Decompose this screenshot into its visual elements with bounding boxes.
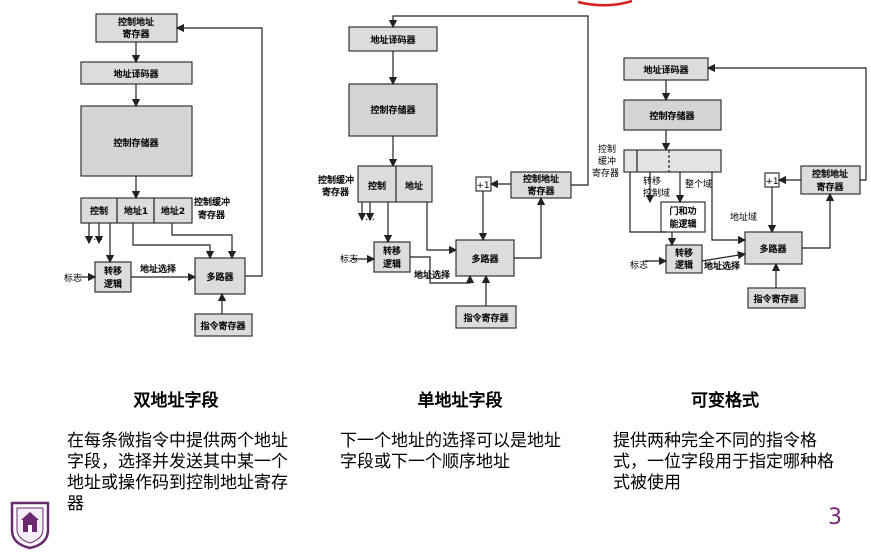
red-accent-mark [577,0,633,7]
d2-plus-one-label: +1 [476,181,489,191]
d2-control-memory [348,83,438,137]
diagram-variable-format: 地址译码器 控制存储器 控制 缓冲 寄存器 转移 控制域 整个域 地址域 门和功… [592,57,867,309]
d2-buffer-label-1: 控制缓冲 [318,174,354,186]
d2-instr-reg-label: 指令寄存器 [463,312,509,324]
d2-address-register-label-2: 寄存器 [527,185,555,197]
d3-address-register-label-2: 寄存器 [816,181,844,193]
d3-mux-label: 多路器 [759,243,787,255]
d1-mux-label: 多路器 [206,271,234,283]
column-desc-dual-address: 在每条微指令中提供两个地址字段，选择并发送其中某一个地址或操作码到控制地址寄存器 [67,431,288,514]
d1-instruction-register [194,313,253,337]
d3-plus-one-label: +1 [765,177,778,187]
column-title-variable-format: 可变格式 [691,391,759,411]
d3-control-memory [623,99,722,131]
d1-decoder-label: 地址译码器 [113,68,159,80]
d3-buffer-label-3: 寄存器 [592,167,619,179]
d2-mux-label: 多路器 [471,253,499,265]
d1-address-register-label-1: 控制地址 [118,16,154,28]
d1-branch-label-2: 逻辑 [103,278,122,290]
column-desc-single-address: 下一个地址的选择可以是地址字段或下一个顺序地址 [340,431,561,472]
d2-flag-label: 标志 [340,253,358,265]
d1-address-select-label: 地址选择 [140,263,177,275]
d2-branch-label-2: 逻辑 [382,258,401,270]
d1-branch-label-1: 转移 [104,265,122,277]
column-desc-variable-format: 提供两种完全不同的指令格式，一位字段用于指定哪种格式被使用 [613,431,834,493]
d2-branch-label-1: 转移 [383,245,401,257]
d3-branch-ctrl-label-1: 转移 [643,175,661,187]
d1-multiplexer [194,257,246,295]
d3-branch-ctrl-label-2: 控制域 [643,187,670,199]
d3-multiplexer [744,231,803,265]
d2-address-select-label: 地址选择 [414,269,451,281]
diagrams: 控制地址 寄存器 地址译码器 控制存储器 控制 地址1 地址2 控制缓冲 寄存器… [64,13,867,337]
d3-branch-logic [665,244,703,274]
d3-buffer-label-1: 控制 [598,143,616,155]
d3-branch-label-2: 逻辑 [674,259,693,271]
d3-instr-reg-label: 指令寄存器 [753,293,799,305]
d2-decoder-label: 地址译码器 [370,34,416,46]
d3-control-buffer-register [623,149,722,173]
svg-text:…: … [365,212,375,223]
d2-control-memory-label: 控制存储器 [370,104,416,116]
d3-gate-label-1: 门和功 [669,205,696,217]
d1-field-address1: 地址1 [124,205,148,217]
d2-address-register-label-1: 控制地址 [523,173,559,185]
d3-address-register-label-1: 控制地址 [812,168,848,180]
d3-address-select-label: 地址选择 [704,260,741,272]
d1-field-control: 控制 [90,205,108,217]
column-title-single-address: 单地址字段 [417,391,503,411]
d3-decoder-label: 地址译码器 [643,64,689,76]
d1-field-address2: 地址2 [161,205,185,217]
d1-flag-label: 标志 [64,272,82,284]
d2-field-address: 地址 [405,180,423,192]
page-number: 3 [828,505,842,530]
column-title-dual-address: 双地址字段 [133,391,219,411]
university-seal-logo [10,501,50,550]
d1-instr-reg-label: 指令寄存器 [200,320,246,332]
d1-buffer-label-2: 寄存器 [198,209,226,221]
d3-address-field-label: 地址域 [730,211,757,223]
diagram-single-address: 地址译码器 控制存储器 控制 地址 控制缓冲 寄存器 +1 控制地址 寄存器 转… [318,15,589,329]
d2-address-decoder [348,26,438,52]
diagram-dual-address: 控制地址 寄存器 地址译码器 控制存储器 控制 地址1 地址2 控制缓冲 寄存器… [64,13,263,337]
d3-control-memory-label: 控制存储器 [649,110,695,122]
d1-control-memory-label: 控制存储器 [113,137,159,149]
d3-flag-label: 标志 [630,259,648,271]
d1-buffer-label-1: 控制缓冲 [194,196,230,208]
d1-address-register-label-2: 寄存器 [122,28,150,40]
d3-gate-label-2: 能逻辑 [669,218,696,230]
d2-field-control: 控制 [368,180,386,192]
d2-buffer-label-2: 寄存器 [322,186,350,198]
d3-control-address-register [800,165,861,195]
d3-whole-field-label: 整个域 [685,178,712,190]
svg-text:…: … [93,232,103,243]
d3-branch-label-1: 转移 [675,247,693,259]
d3-buffer-label-2: 缓冲 [598,155,616,167]
